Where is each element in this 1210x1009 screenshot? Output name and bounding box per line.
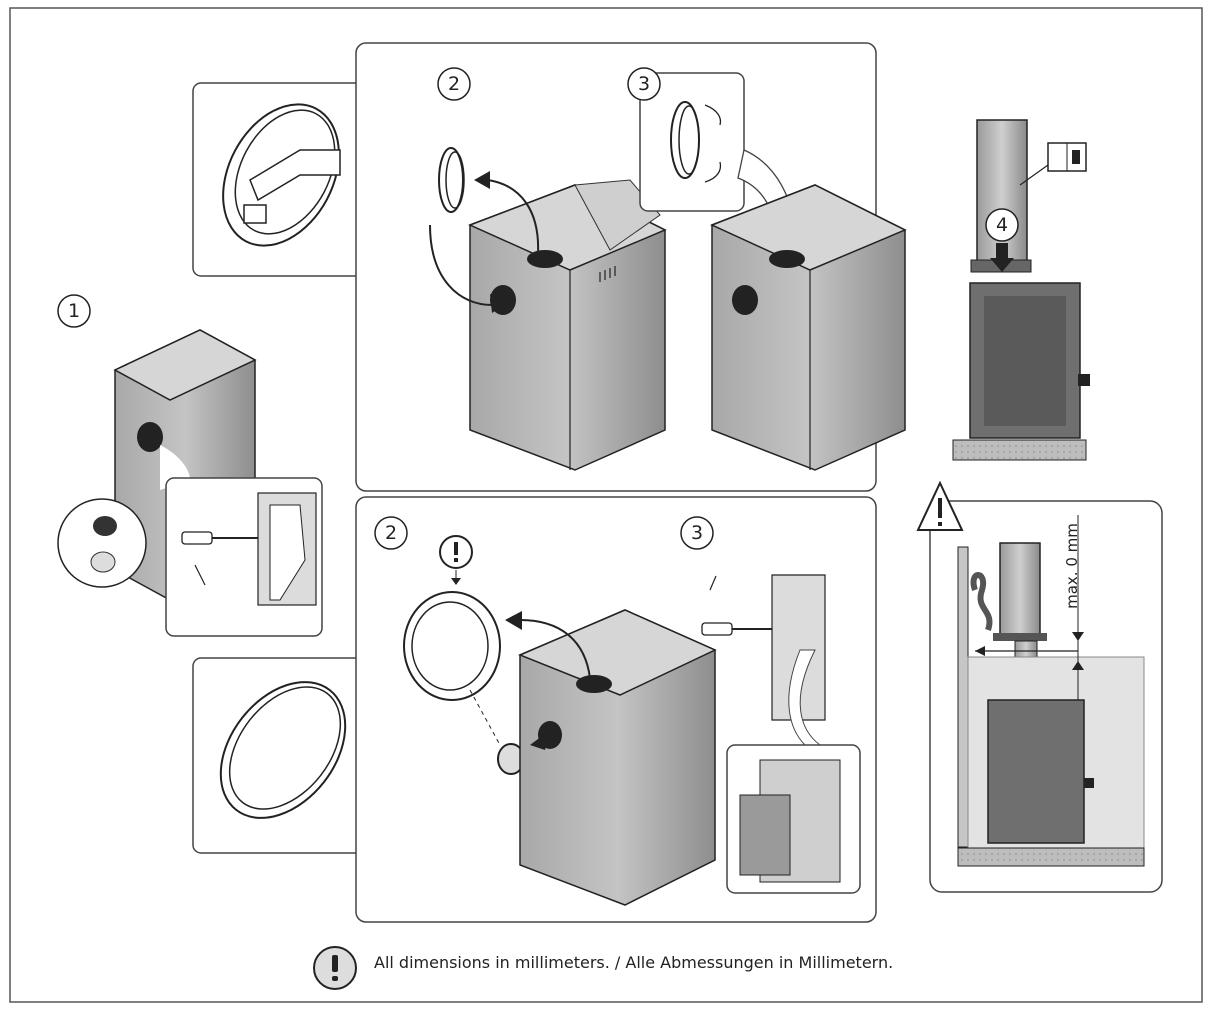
step-3-circle-top [627, 67, 661, 101]
detail-box-installed-ring [726, 744, 861, 894]
step-3-label-top: 3 [637, 73, 651, 95]
info-manual-icon [1047, 142, 1087, 172]
warning-triangle-icon [916, 480, 964, 531]
step-1-label: 1 [67, 300, 81, 322]
wall-clearance-illustration [957, 515, 1145, 867]
detail-box-ring-rotate [639, 72, 745, 212]
step-3-label-bottom: 3 [690, 522, 704, 544]
detail-box-cut-ring [192, 82, 372, 277]
arrow-down-icon [990, 243, 1014, 272]
clearance-dimension: max. 0 mm [1060, 512, 1084, 620]
arrow-insert-icon [530, 730, 550, 750]
step-2-circle-bottom [374, 516, 408, 550]
step-2-circle-top [437, 67, 471, 101]
detail-box-plain-ring [192, 657, 372, 854]
exclamation-circle-icon [439, 535, 473, 585]
clearance-dimension-label: max. 0 mm [1063, 523, 1081, 609]
arrow-curve-icon [474, 171, 490, 189]
stove-illustration-top-b [710, 184, 907, 471]
step-2-label-bottom: 2 [384, 522, 398, 544]
ring-part [438, 147, 464, 213]
cover-ring [403, 591, 525, 775]
detail-box-screwdriver-left [165, 477, 323, 637]
step-4-circle [985, 208, 1019, 242]
stove-illustration-top-a [468, 179, 667, 471]
stove-illustration-bottom [518, 609, 717, 906]
footer-note: All dimensions in millimeters. / Alle Ab… [374, 953, 894, 972]
footer-exclamation-icon [313, 946, 357, 990]
step-3-circle-bottom [680, 516, 714, 550]
knockout-detail-circle [57, 498, 147, 588]
step-2-label-top: 2 [447, 73, 461, 95]
screwdriver-detail-right [701, 574, 826, 746]
step-4-label: 4 [995, 214, 1009, 236]
step-1-circle [57, 294, 91, 328]
